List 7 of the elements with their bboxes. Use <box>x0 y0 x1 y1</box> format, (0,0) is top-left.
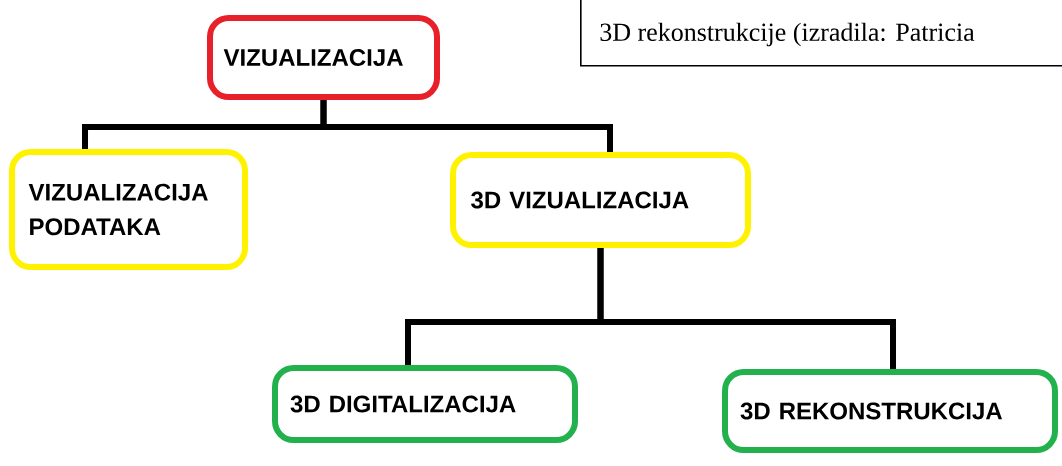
rounded-box: 3D VIZUALIZACIJA <box>450 152 751 248</box>
caption-box <box>580 0 1062 67</box>
rounded-box: 3D REKONSTRUKCIJA <box>722 369 1058 453</box>
rounded-box: VIZUALIZACIJA <box>207 15 440 100</box>
caption-text: 3D rekonstrukcije (izradila: Patricia <box>600 22 975 47</box>
rounded-box: 3D DIGITALIZACIJA <box>272 365 578 443</box>
rounded-box: VIZUALIZACIJA PODATAKA <box>9 149 248 270</box>
